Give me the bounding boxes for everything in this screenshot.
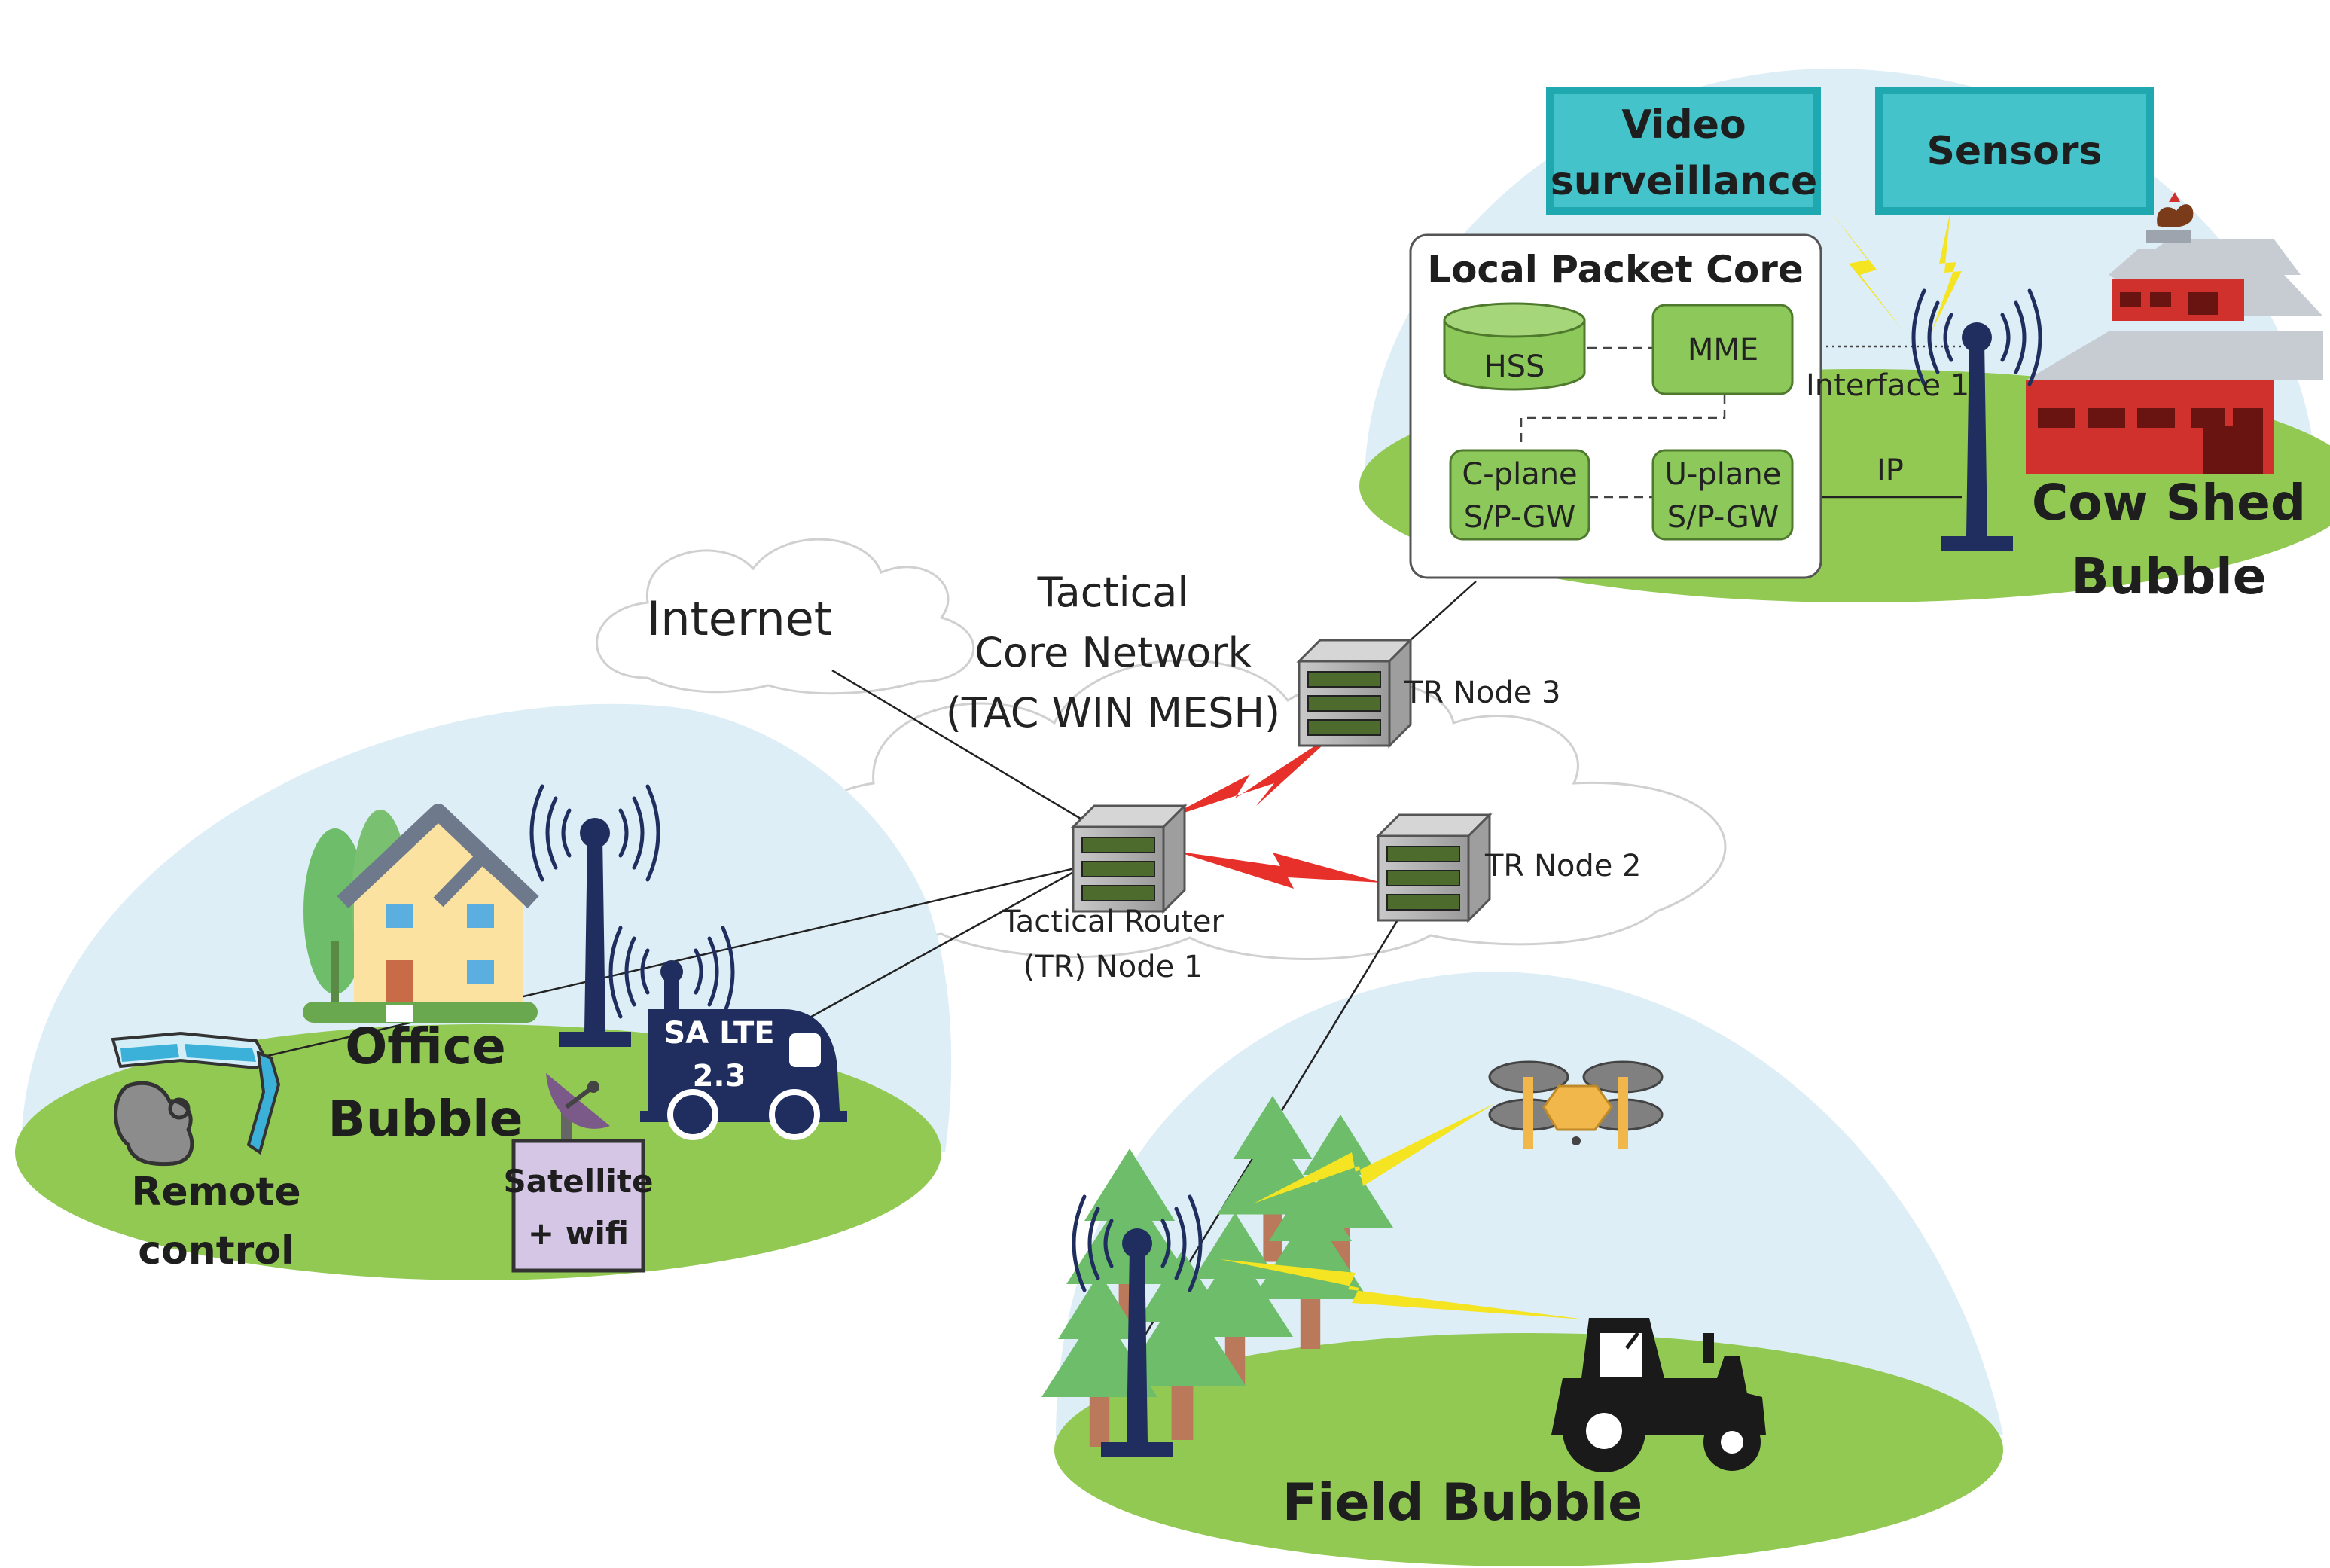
field-bubble-label: Field Bubble — [1282, 1473, 1643, 1533]
field-bolt-tractor — [1220, 1259, 1585, 1319]
tr-node-1-label-line2: (TR) Node 1 — [1023, 950, 1203, 984]
internet-cloud — [596, 538, 975, 695]
tr-node-1-router-icon — [1072, 804, 1186, 913]
field-dome — [1056, 972, 2003, 1438]
tr-node-2-label: TR Node 2 — [1484, 849, 1642, 883]
satellite-dish-icon — [546, 1073, 610, 1141]
truck-label-line2: 2.3 — [693, 1059, 746, 1094]
satellite-wifi-label-line2: + wifi — [528, 1215, 629, 1252]
barn-icon — [2026, 192, 2323, 474]
red-link-node1-node3 — [1163, 729, 1340, 819]
hss-database-icon — [1443, 302, 1586, 391]
local-packet-core-title: Local Packet Core — [1427, 248, 1804, 291]
field-bubble — [1041, 1060, 1766, 1472]
remote-control-label-line2: control — [138, 1228, 294, 1274]
cowshed-bubble — [1546, 87, 2323, 551]
video-surveillance-label-line2: surveillance — [1551, 159, 1817, 204]
tactical-core-label-line1: Tactical — [1037, 569, 1189, 616]
office-bubble — [111, 786, 847, 1273]
c-plane-label-line1: C-plane — [1462, 457, 1577, 492]
tr-node-2-router-icon — [1377, 813, 1491, 922]
internet-label: Internet — [647, 591, 832, 646]
office-bubble-label-line2: Bubble — [328, 1090, 523, 1148]
mme-label: MME — [1688, 333, 1758, 368]
tractor-icon — [1551, 1318, 1766, 1472]
tr-node-3-label: TR Node 3 — [1404, 676, 1561, 710]
sensors-label: Sensors — [1926, 129, 2102, 174]
field-grass — [1054, 1333, 2003, 1566]
bolt-video-to-tower — [1830, 211, 1904, 331]
u-plane-label-line1: U-plane — [1665, 457, 1782, 492]
ip-label: IP — [1877, 453, 1904, 488]
cowshed-bubble-label-line1: Cow Shed — [2032, 474, 2306, 532]
c-plane-box — [1449, 449, 1590, 541]
interface-1-label: Interface 1 — [1806, 368, 1969, 403]
sensors-box — [1875, 87, 2154, 215]
office-house-icon — [337, 804, 539, 1022]
local-packet-core — [1409, 233, 1822, 579]
u-plane-box — [1651, 449, 1794, 541]
field-bolt-drone — [1254, 1103, 1495, 1203]
cowshed-bubble-label-line2: Bubble — [2071, 548, 2266, 606]
satellite-wifi-box — [511, 1139, 645, 1273]
satellite-wifi-label-line1: Satellite — [504, 1163, 654, 1200]
office-bubble-label-line1: Office — [345, 1017, 506, 1075]
tactical-core-label-line3: (TAC WIN MESH) — [946, 689, 1280, 737]
video-surveillance-box — [1546, 87, 1821, 215]
hss-label: HSS — [1484, 349, 1545, 384]
tactical-core-cloud — [788, 659, 1727, 960]
remote-control-label-line1: Remote — [131, 1170, 300, 1215]
tactical-core-label-line2: Core Network — [974, 629, 1252, 676]
truck-label-line1: SA LTE — [663, 1016, 774, 1051]
u-plane-label-line2: S/P-GW — [1667, 500, 1780, 535]
video-surveillance-label-line1: Video — [1621, 102, 1746, 148]
drone-icon — [1488, 1060, 1664, 1149]
remote-control-icon — [111, 1031, 281, 1167]
sa-lte-truck-icon — [608, 926, 847, 1140]
tr-node-1-label-line1: Tactical Router — [1002, 904, 1224, 939]
bolt-sensors-to-tower — [1932, 211, 1962, 331]
tr-node-3-router-icon — [1298, 639, 1412, 747]
mme-box — [1651, 304, 1794, 395]
red-link-node1-node2 — [1175, 851, 1382, 889]
c-plane-label-line2: S/P-GW — [1464, 500, 1576, 535]
